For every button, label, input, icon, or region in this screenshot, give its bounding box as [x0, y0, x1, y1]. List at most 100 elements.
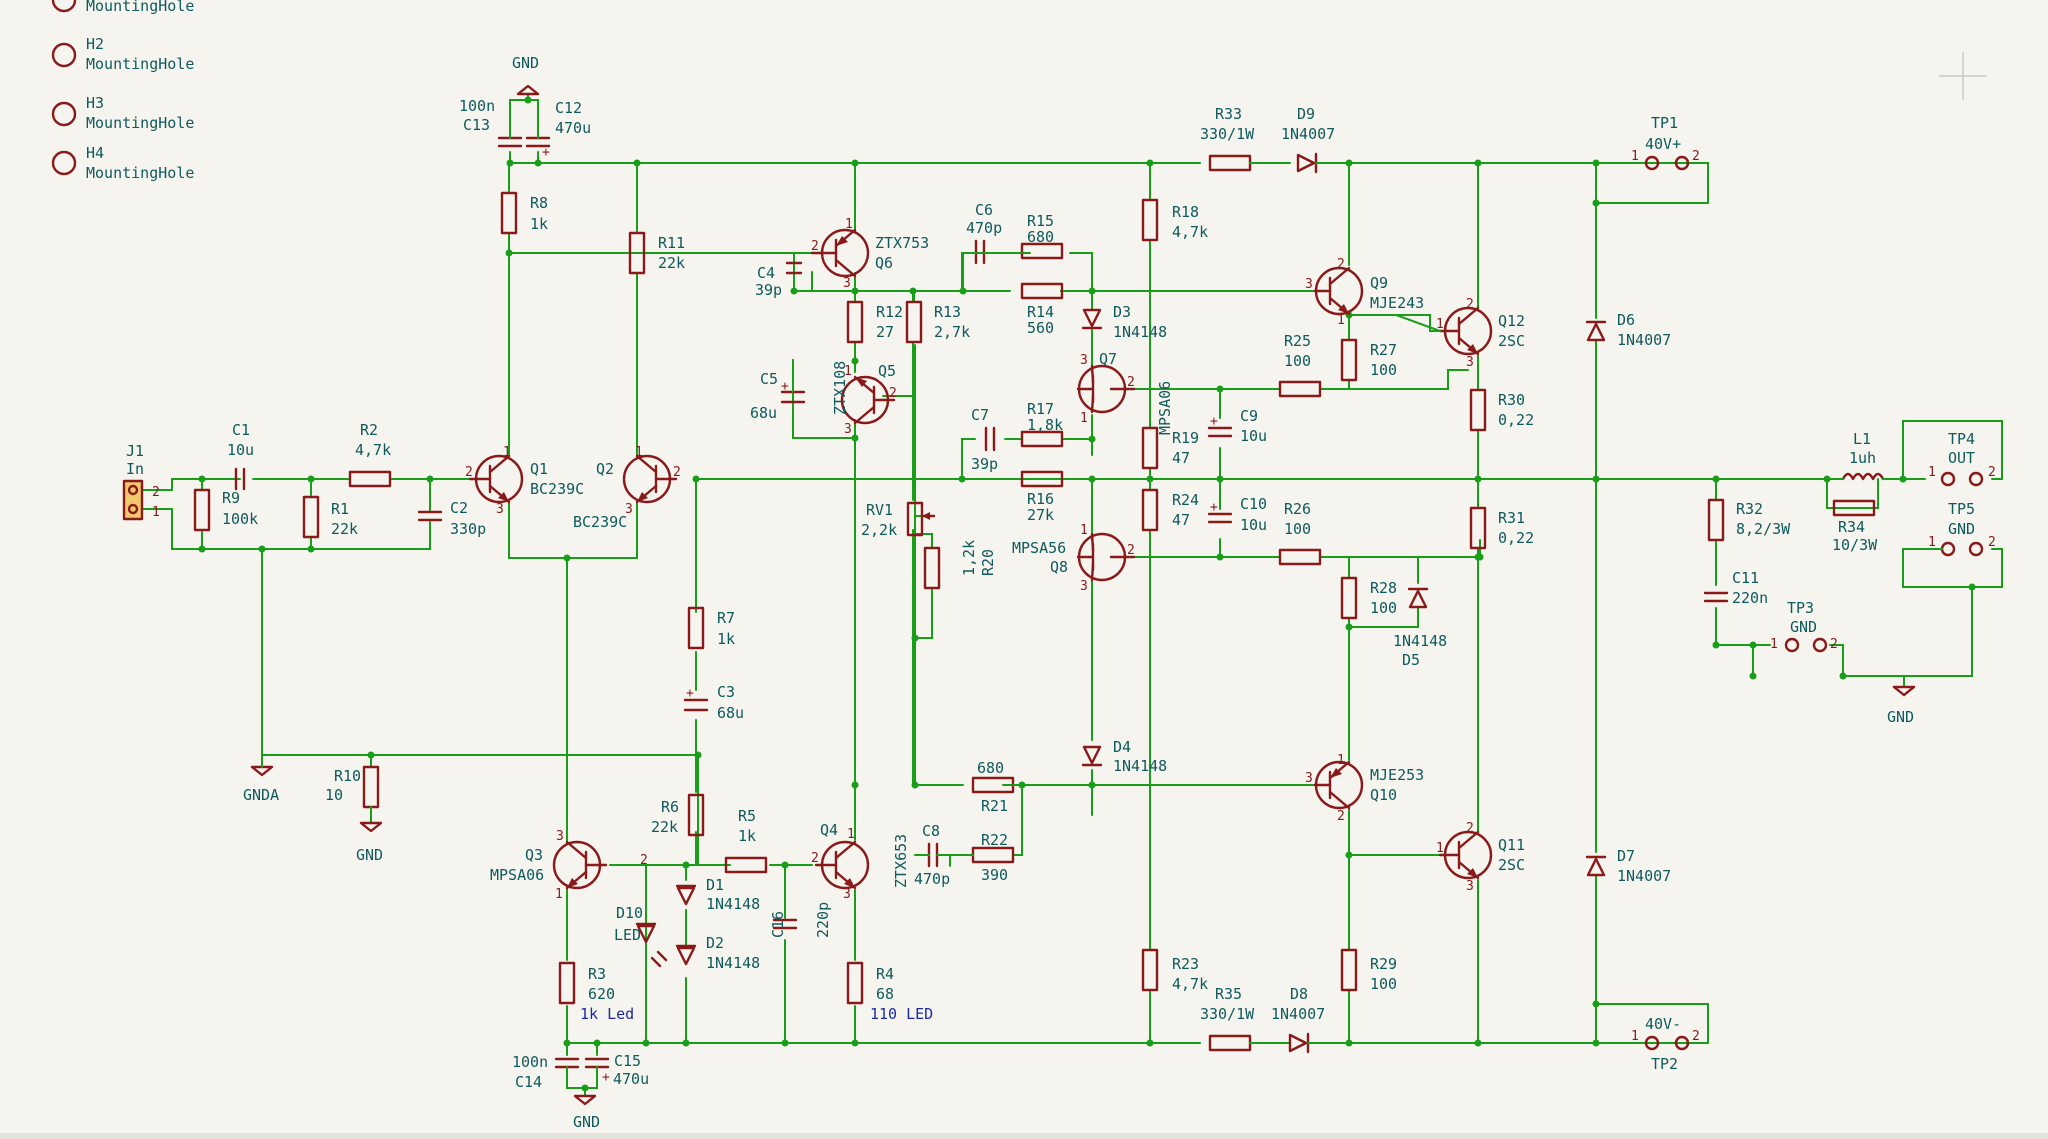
svg-text:390: 390: [981, 866, 1008, 884]
svg-text:C13: C13: [463, 116, 490, 134]
j1-ref: J1: [126, 442, 144, 460]
resistor-r32: R32 8,2/3W: [1707, 498, 1791, 542]
svg-text:1k: 1k: [717, 630, 735, 648]
resistor-r35: R35 330/1W: [1200, 985, 1255, 1052]
resistor-r31: R31 0,22: [1469, 506, 1534, 550]
resistor-r8: R8 1k: [500, 191, 548, 235]
svg-text:100: 100: [1370, 975, 1397, 993]
svg-text:R35: R35: [1215, 985, 1242, 1003]
svg-text:68: 68: [876, 985, 894, 1003]
transistor-q9: 321 Q9 MJE243: [1305, 257, 1424, 328]
svg-text:1N4007: 1N4007: [1281, 125, 1335, 143]
svg-text:1: 1: [1080, 411, 1088, 426]
svg-text:3: 3: [1080, 353, 1088, 368]
resistor-r27: R27 100: [1340, 338, 1397, 382]
gnd-symbol-bottom: GND: [573, 1087, 600, 1131]
resistor-r20: 1,2k R20: [923, 540, 997, 590]
svg-text:22k: 22k: [331, 520, 358, 538]
svg-text:1: 1: [844, 364, 852, 379]
svg-text:C9: C9: [1240, 407, 1258, 425]
svg-text:R9: R9: [222, 489, 240, 507]
svg-text:1: 1: [635, 445, 643, 460]
inductor-l1: L1 1uh: [1826, 430, 1904, 481]
diode-d5: 1N4148 D5: [1393, 587, 1447, 669]
svg-text:3: 3: [1305, 771, 1313, 786]
svg-text:MJE253: MJE253: [1370, 766, 1424, 784]
diode-d3: D3 1N4148: [1081, 303, 1167, 341]
svg-text:RV1: RV1: [866, 501, 893, 519]
diode-d1: D1 1N4148: [675, 876, 760, 913]
h3-value: MountingHole: [86, 114, 194, 132]
svg-text:0,22: 0,22: [1498, 529, 1534, 547]
svg-text:R25: R25: [1284, 332, 1311, 350]
svg-text:2: 2: [1127, 543, 1135, 558]
svg-text:R29: R29: [1370, 955, 1397, 973]
svg-text:D5: D5: [1402, 651, 1420, 669]
svg-text:LED: LED: [614, 926, 641, 944]
svg-text:3: 3: [496, 502, 504, 517]
svg-text:Q2: Q2: [596, 460, 614, 478]
svg-text:Q6: Q6: [875, 254, 893, 272]
svg-text:R3: R3: [588, 965, 606, 983]
svg-text:1N4148: 1N4148: [706, 954, 760, 972]
svg-text:R17: R17: [1027, 400, 1054, 418]
svg-text:R1: R1: [331, 500, 349, 518]
svg-text:GND: GND: [1790, 618, 1817, 636]
svg-text:D8: D8: [1290, 985, 1308, 1003]
svg-text:C7: C7: [971, 406, 989, 424]
svg-text:C11: C11: [1732, 569, 1759, 587]
junction-dots: [198, 96, 1976, 1092]
svg-text:1: 1: [1436, 841, 1444, 856]
capacitor-c11: C11 220n: [1703, 569, 1768, 607]
svg-text:C15: C15: [614, 1052, 641, 1070]
resistor-r17: R17 1,8k: [1020, 400, 1064, 448]
resistor-r6: R6 22k: [651, 793, 705, 837]
svg-text:1: 1: [1080, 523, 1088, 538]
svg-text:3: 3: [1466, 355, 1474, 370]
svg-text:C12: C12: [555, 99, 582, 117]
bottom-strip: [0, 1133, 2048, 1139]
svg-text:620: 620: [588, 985, 615, 1003]
svg-text:1: 1: [1770, 637, 1778, 652]
svg-text:100k: 100k: [222, 510, 258, 528]
resistor-r21: 680 R21: [971, 759, 1015, 815]
svg-text:+: +: [1210, 500, 1218, 515]
resistor-r11: R11 22k: [628, 231, 685, 275]
svg-text:1N4007: 1N4007: [1617, 867, 1671, 885]
svg-text:2,7k: 2,7k: [934, 323, 970, 341]
transistor-q4: 213 Q4 ZTX653: [811, 821, 910, 902]
svg-text:1uh: 1uh: [1849, 449, 1876, 467]
svg-text:560: 560: [1027, 319, 1054, 337]
gnd-symbol-top: GND: [512, 54, 540, 96]
svg-text:3: 3: [1305, 277, 1313, 292]
svg-text:2: 2: [1466, 297, 1474, 312]
j1-pin1: 1: [152, 505, 160, 520]
resistor-r9: R9 100k: [193, 488, 258, 532]
svg-text:2: 2: [1692, 1029, 1700, 1044]
svg-text:R11: R11: [658, 234, 685, 252]
svg-text:C5: C5: [760, 370, 778, 388]
mounting-hole-h2: H2 MountingHole: [51, 35, 194, 73]
svg-text:2SC: 2SC: [1498, 856, 1525, 874]
capacitor-c14: 100n C14: [512, 1053, 580, 1091]
svg-text:R19: R19: [1172, 429, 1199, 447]
diode-d4: D4 1N4148: [1081, 738, 1167, 775]
svg-text:R12: R12: [876, 303, 903, 321]
j1-pin2: 2: [152, 485, 160, 500]
svg-text:1: 1: [847, 827, 855, 842]
svg-text:330/1W: 330/1W: [1200, 125, 1255, 143]
svg-text:MPSA06: MPSA06: [490, 866, 544, 884]
svg-text:4,7k: 4,7k: [1172, 975, 1208, 993]
svg-text:40V-: 40V-: [1645, 1015, 1681, 1033]
svg-text:4,7k: 4,7k: [1172, 223, 1208, 241]
svg-text:R14: R14: [1027, 303, 1054, 321]
svg-text:R32: R32: [1736, 500, 1763, 518]
svg-text:R4: R4: [876, 965, 894, 983]
capacitor-c16: C16 220p: [769, 902, 832, 938]
svg-text:R15: R15: [1027, 212, 1054, 230]
svg-text:R34: R34: [1838, 518, 1865, 536]
h2-value: MountingHole: [86, 55, 194, 73]
resistor-r22: R22 390: [971, 831, 1015, 884]
svg-text:R31: R31: [1498, 509, 1525, 527]
transistor-q10: 312 MJE253 Q10: [1305, 753, 1424, 824]
